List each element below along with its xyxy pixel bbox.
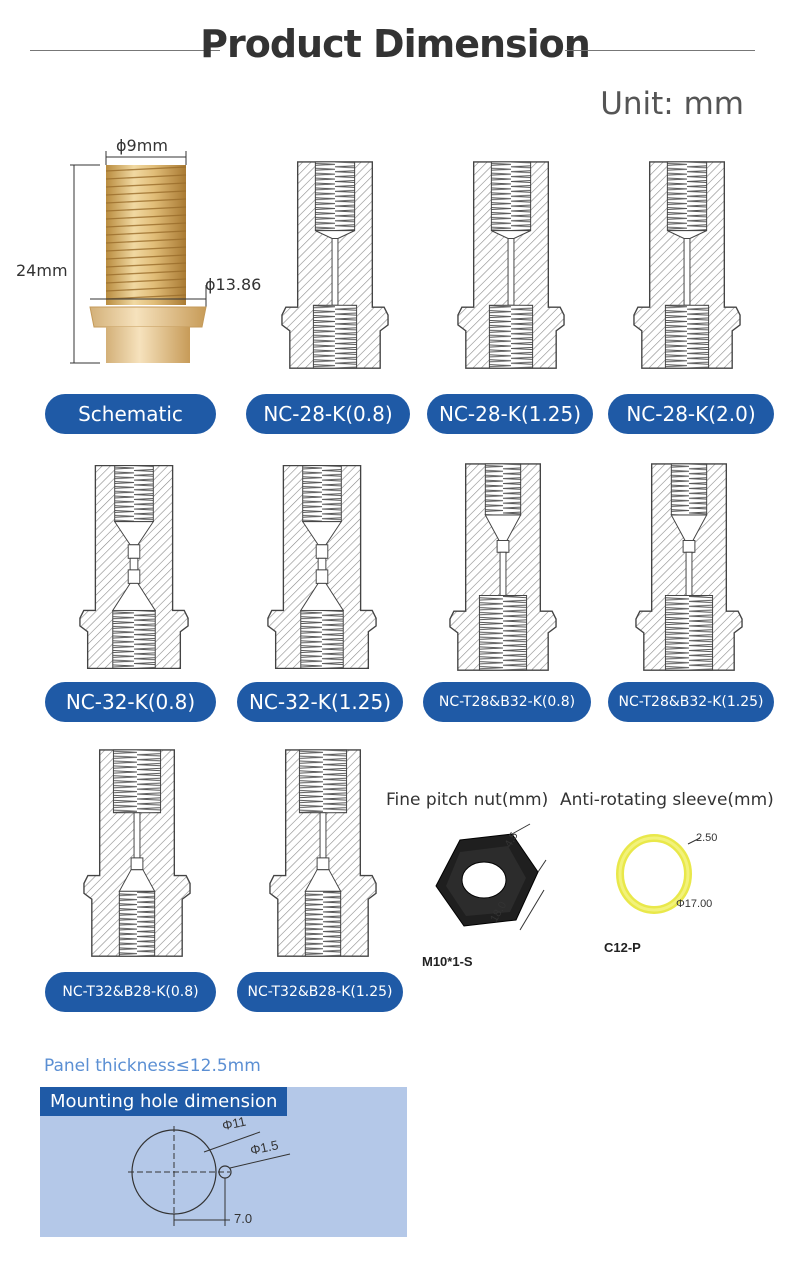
mounting-hole-drawing [128,1126,291,1226]
schematic-base-diameter: ϕ13.86 [205,275,262,294]
schematic-top-diameter: ϕ9mm [116,136,168,155]
sleeve-dim-thickness: 2.50 [696,832,718,844]
label-nc-28-k-0-8: NC-28-K(0.8) [246,394,410,434]
label-nc-28-k-1-25: NC-28-K(1.25) [427,394,593,434]
header-rule-left [30,50,220,51]
mounting-hole-title: Mounting hole dimension [40,1087,287,1116]
fitting-nc-t28-b32-k-0-8 [449,463,557,671]
label-nc-t28-b32-k-0-8: NC-T28&B32-K(0.8) [423,682,591,722]
label-schematic: Schematic [45,394,216,434]
anti-rotating-sleeve-image [616,834,701,914]
header-rule-right [565,50,755,51]
label-nc-28-k-2-0: NC-28-K(2.0) [608,394,774,434]
fitting-nc-28-k-1-25 [457,161,565,369]
label-nc-32-k-0-8: NC-32-K(0.8) [45,682,216,722]
fitting-nc-28-k-2-0 [633,161,741,369]
page-title: Product Dimension [200,22,591,66]
panel-thickness-note: Panel thickness≤12.5mm [44,1056,261,1076]
fitting-nc-32-k-1-25 [267,464,377,670]
fitting-nc-32-k-0-8 [79,464,189,670]
nut-code: M10*1-S [422,954,473,969]
fitting-nc-t28-b32-k-1-25 [635,463,743,671]
label-nc-t28-b32-k-1-25: NC-T28&B32-K(1.25) [608,682,774,722]
fitting-nc-t32-b28-k-1-25 [269,749,377,957]
fitting-nc-28-k-0-8 [281,161,389,369]
sleeve-dim-diameter: Φ17.00 [676,898,713,910]
sleeve-title: Anti-rotating sleeve(mm) [560,790,774,810]
schematic-height: 24mm [16,261,68,280]
fitting-nc-t32-b28-k-0-8 [83,749,191,957]
mounting-hole-offset: 7.0 [234,1211,253,1226]
schematic-fitting-image [70,151,207,364]
unit-label: Unit: mm [600,86,744,122]
label-nc-32-k-1-25: NC-32-K(1.25) [237,682,403,722]
hex-nut-image [435,823,547,931]
label-nc-t32-b28-k-1-25: NC-T32&B28-K(1.25) [237,972,403,1012]
sleeve-code: C12-P [604,940,641,955]
nut-title: Fine pitch nut(mm) [386,790,549,810]
label-nc-t32-b28-k-0-8: NC-T32&B28-K(0.8) [45,972,216,1012]
